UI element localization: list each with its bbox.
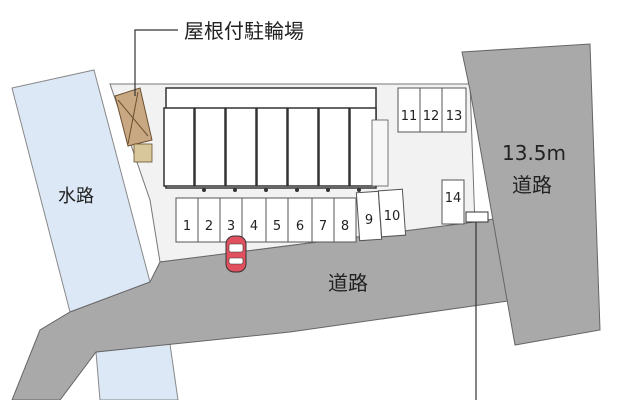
stall-number: 9	[365, 213, 373, 228]
label-leader	[134, 29, 178, 96]
stall-number: 7	[319, 219, 327, 234]
parking-stall-4	[241, 197, 267, 243]
waterway-label: 水路	[58, 186, 94, 207]
stall-number: 13	[446, 109, 463, 124]
bicycle-rack	[133, 143, 153, 163]
stall-number: 5	[273, 219, 281, 234]
stall-number: 2	[205, 219, 213, 234]
parking-stall-13	[441, 87, 467, 133]
waterway-lower	[95, 343, 179, 400]
stall-number: 11	[401, 109, 418, 124]
building	[163, 87, 389, 192]
bicycle-parking-label: 屋根付駐輪場	[184, 19, 304, 43]
stall-number: 12	[423, 109, 440, 124]
road-width-label: 13.5m	[502, 141, 566, 165]
stall-number: 6	[296, 219, 304, 234]
parking-stall-10	[377, 188, 407, 238]
stall-number: 10	[384, 209, 401, 224]
road-right-label: 道路	[512, 173, 552, 197]
stall-number: 4	[250, 219, 258, 234]
road-right	[461, 43, 601, 346]
entrance-box	[465, 211, 489, 223]
car-icon	[225, 235, 247, 273]
parking-stall-14	[441, 179, 465, 225]
stall-number: 3	[227, 219, 235, 234]
stall-number: 1	[183, 219, 191, 234]
parking-stall-8	[333, 197, 357, 243]
stall-number: 14	[445, 191, 462, 206]
road-bottom-label: 道路	[328, 271, 368, 295]
road-bottom	[11, 217, 516, 400]
stall-number: 8	[341, 219, 349, 234]
